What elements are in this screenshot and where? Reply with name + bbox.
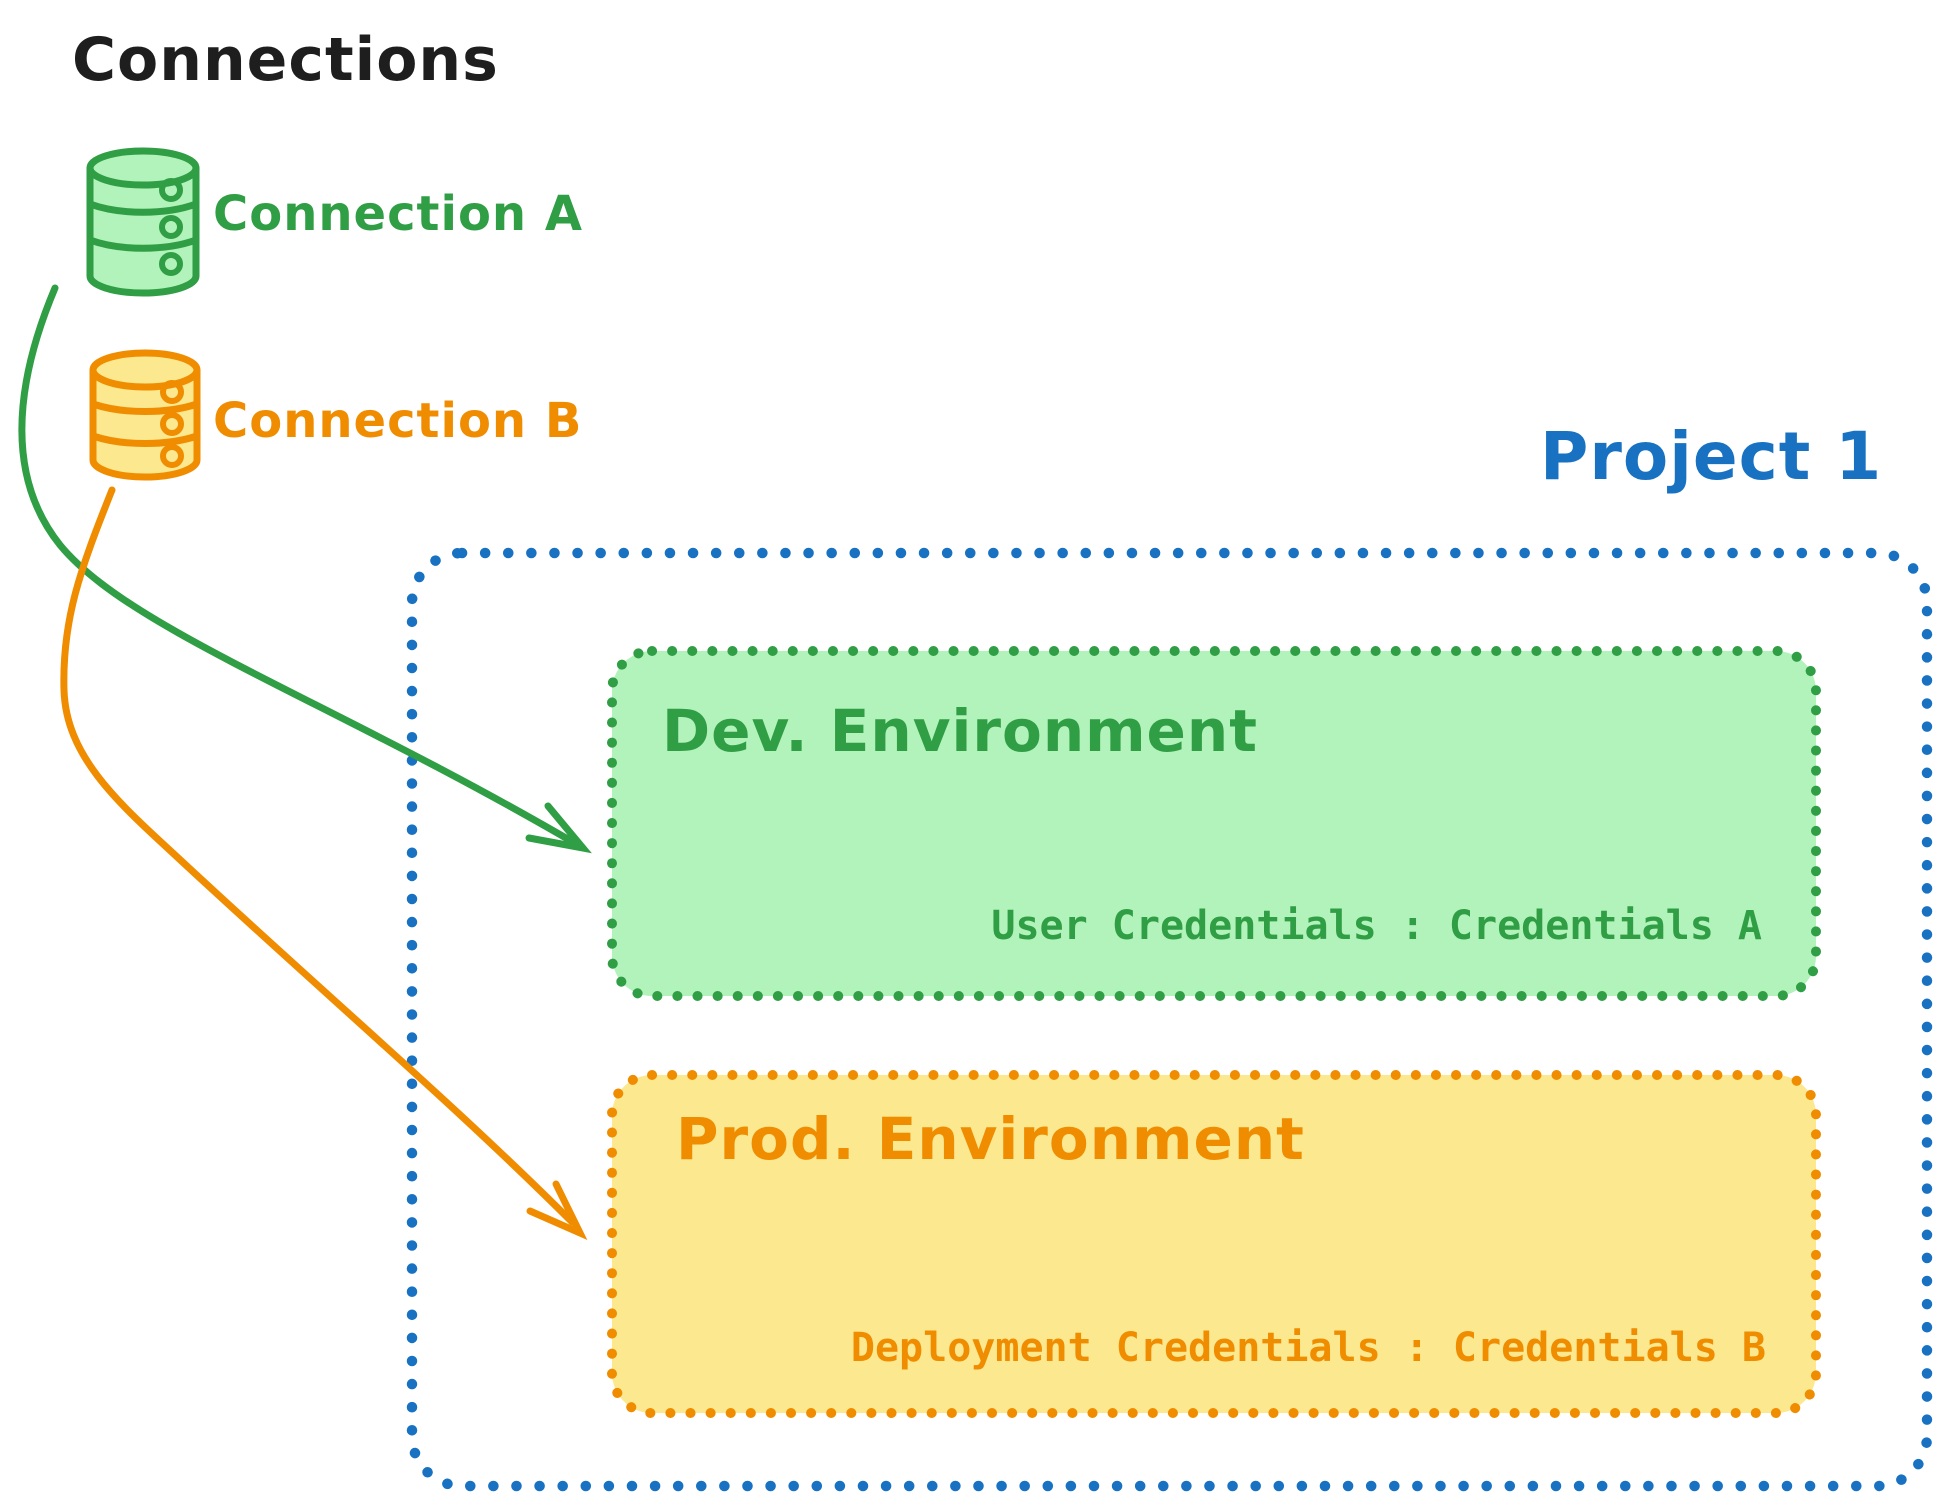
database-icon-connection-a xyxy=(86,147,200,297)
arrow-connection-a-to-dev xyxy=(18,284,592,854)
connection-a-label: Connection A xyxy=(213,186,583,242)
database-icon-connection-b xyxy=(89,349,201,481)
connection-b-label: Connection B xyxy=(213,393,583,449)
prod-environment-credentials-text: Deployment Credentials : Credentials B xyxy=(850,1325,1766,1371)
prod-environment-box xyxy=(607,1070,1821,1418)
dev-environment-box xyxy=(607,646,1821,1001)
dev-environment-credentials-text: User Credentials : Credentials A xyxy=(991,903,1762,949)
prod-environment-title: Prod. Environment xyxy=(676,1105,1305,1173)
arrow-connection-b-to-prod xyxy=(60,486,588,1241)
dev-environment-title: Dev. Environment xyxy=(662,697,1258,765)
project-title: Project 1 xyxy=(1540,418,1883,495)
connections-panel-title: Connections xyxy=(72,25,499,95)
project-container-border xyxy=(406,547,1933,1492)
